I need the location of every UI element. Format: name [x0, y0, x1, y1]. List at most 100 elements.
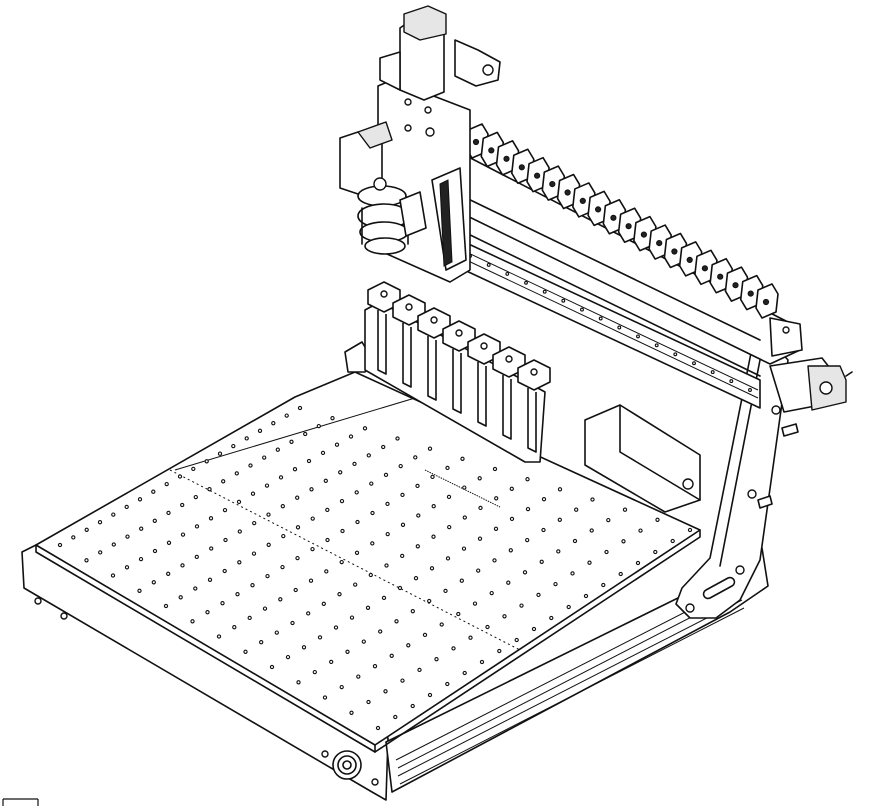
bed-hole: [478, 505, 483, 511]
bed-hole: [427, 598, 432, 604]
bed-hole: [583, 593, 589, 599]
bed-hole: [177, 474, 183, 479]
bed-hole: [508, 548, 513, 553]
bed-hole: [522, 570, 528, 575]
bed-hole: [124, 565, 130, 570]
bed-hole: [180, 563, 185, 568]
bed-hole: [687, 527, 693, 533]
chain-pin: [518, 164, 525, 171]
tool-holder-slot: [402, 323, 412, 388]
bed-hole: [194, 524, 200, 529]
bed-hole: [587, 560, 592, 565]
bed-hole: [237, 529, 242, 534]
tool-holder-slot: [502, 375, 512, 440]
bed-hole: [333, 625, 339, 630]
bed-hole: [492, 466, 498, 472]
bed-hole: [124, 504, 129, 510]
bed-hole: [400, 522, 406, 527]
bed-hole: [389, 653, 394, 658]
linear-rail: [468, 254, 752, 392]
bed-hole: [274, 630, 279, 635]
bed-hole: [400, 553, 405, 559]
bed-hole: [301, 645, 307, 650]
bed-hole: [368, 572, 373, 578]
tool-holder-slot: [427, 336, 437, 401]
bed-hole: [462, 670, 467, 676]
bed-hole: [366, 699, 371, 705]
chain-pin: [701, 265, 709, 272]
rail-bolt: [636, 334, 640, 339]
bed-hole: [137, 497, 143, 502]
bed-hole: [310, 516, 315, 521]
bed-hole: [445, 556, 451, 561]
bed-hole: [514, 637, 519, 643]
bed-hole: [383, 472, 389, 478]
bed-hole: [191, 466, 196, 472]
chain-pin: [503, 155, 510, 162]
bed-hole: [280, 564, 285, 570]
chain-pin: [640, 231, 648, 238]
bed-hole: [57, 542, 63, 548]
bed-hole: [370, 510, 375, 516]
bed-hole: [468, 635, 473, 640]
tool-holder-screw: [455, 329, 463, 337]
bed-hole: [338, 470, 343, 475]
bed-hole: [237, 560, 242, 565]
bed-hole: [248, 463, 253, 468]
bed-hole: [251, 551, 257, 556]
bed-hole: [216, 634, 222, 639]
bed-hole: [220, 601, 225, 606]
bed-hole: [493, 526, 499, 531]
chain-pin: [762, 298, 770, 306]
bed-hole: [494, 496, 499, 501]
bed-hole: [541, 497, 547, 502]
chain-pin: [488, 147, 495, 154]
bed-hole: [125, 534, 130, 539]
bed-hole: [278, 597, 283, 602]
bed-hole: [410, 703, 415, 709]
rail-bolt: [673, 352, 678, 357]
bed-hole: [280, 504, 285, 509]
bed-hole: [139, 526, 144, 531]
rail-bolt: [580, 307, 584, 312]
bed-hole: [269, 664, 275, 670]
tool-holder-slot: [527, 388, 537, 453]
bed-hole: [655, 517, 660, 522]
rail-bolt: [654, 343, 659, 348]
chain-pin: [656, 240, 663, 247]
bed-hole: [303, 431, 308, 437]
bed-hole: [325, 507, 330, 513]
tool-holder-screw: [480, 342, 488, 350]
bed-hole: [223, 537, 228, 543]
rail-bolt: [617, 325, 622, 330]
bed-hole: [460, 456, 465, 461]
bed-hole: [492, 558, 497, 563]
bed-hole: [217, 451, 223, 456]
bed-hole: [509, 486, 514, 491]
bed-hole: [325, 537, 330, 543]
bed-hole: [451, 646, 456, 651]
bed-hole: [653, 549, 658, 555]
bed-hole: [472, 601, 478, 606]
bed-hole: [670, 538, 675, 544]
bed-hole: [306, 611, 311, 616]
bed-hole: [383, 689, 388, 694]
bed-hole: [295, 555, 300, 561]
bed-hole: [243, 649, 248, 654]
bed-hole: [290, 620, 295, 626]
base-frame: [21, 544, 769, 801]
bed-hole: [606, 517, 611, 523]
bed-hole: [297, 405, 303, 411]
spindle: [339, 121, 427, 255]
bed-hole: [445, 465, 450, 471]
bed-hole: [152, 548, 158, 554]
bed-hole: [622, 507, 628, 512]
bed-hole: [570, 571, 575, 576]
bed-hole: [98, 550, 103, 555]
bed-hole: [320, 450, 326, 456]
bed-hole: [497, 648, 502, 654]
bed-hole: [194, 554, 199, 560]
chain-pin: [747, 290, 754, 297]
bed-hole: [354, 550, 360, 555]
bed-hole: [413, 576, 419, 581]
